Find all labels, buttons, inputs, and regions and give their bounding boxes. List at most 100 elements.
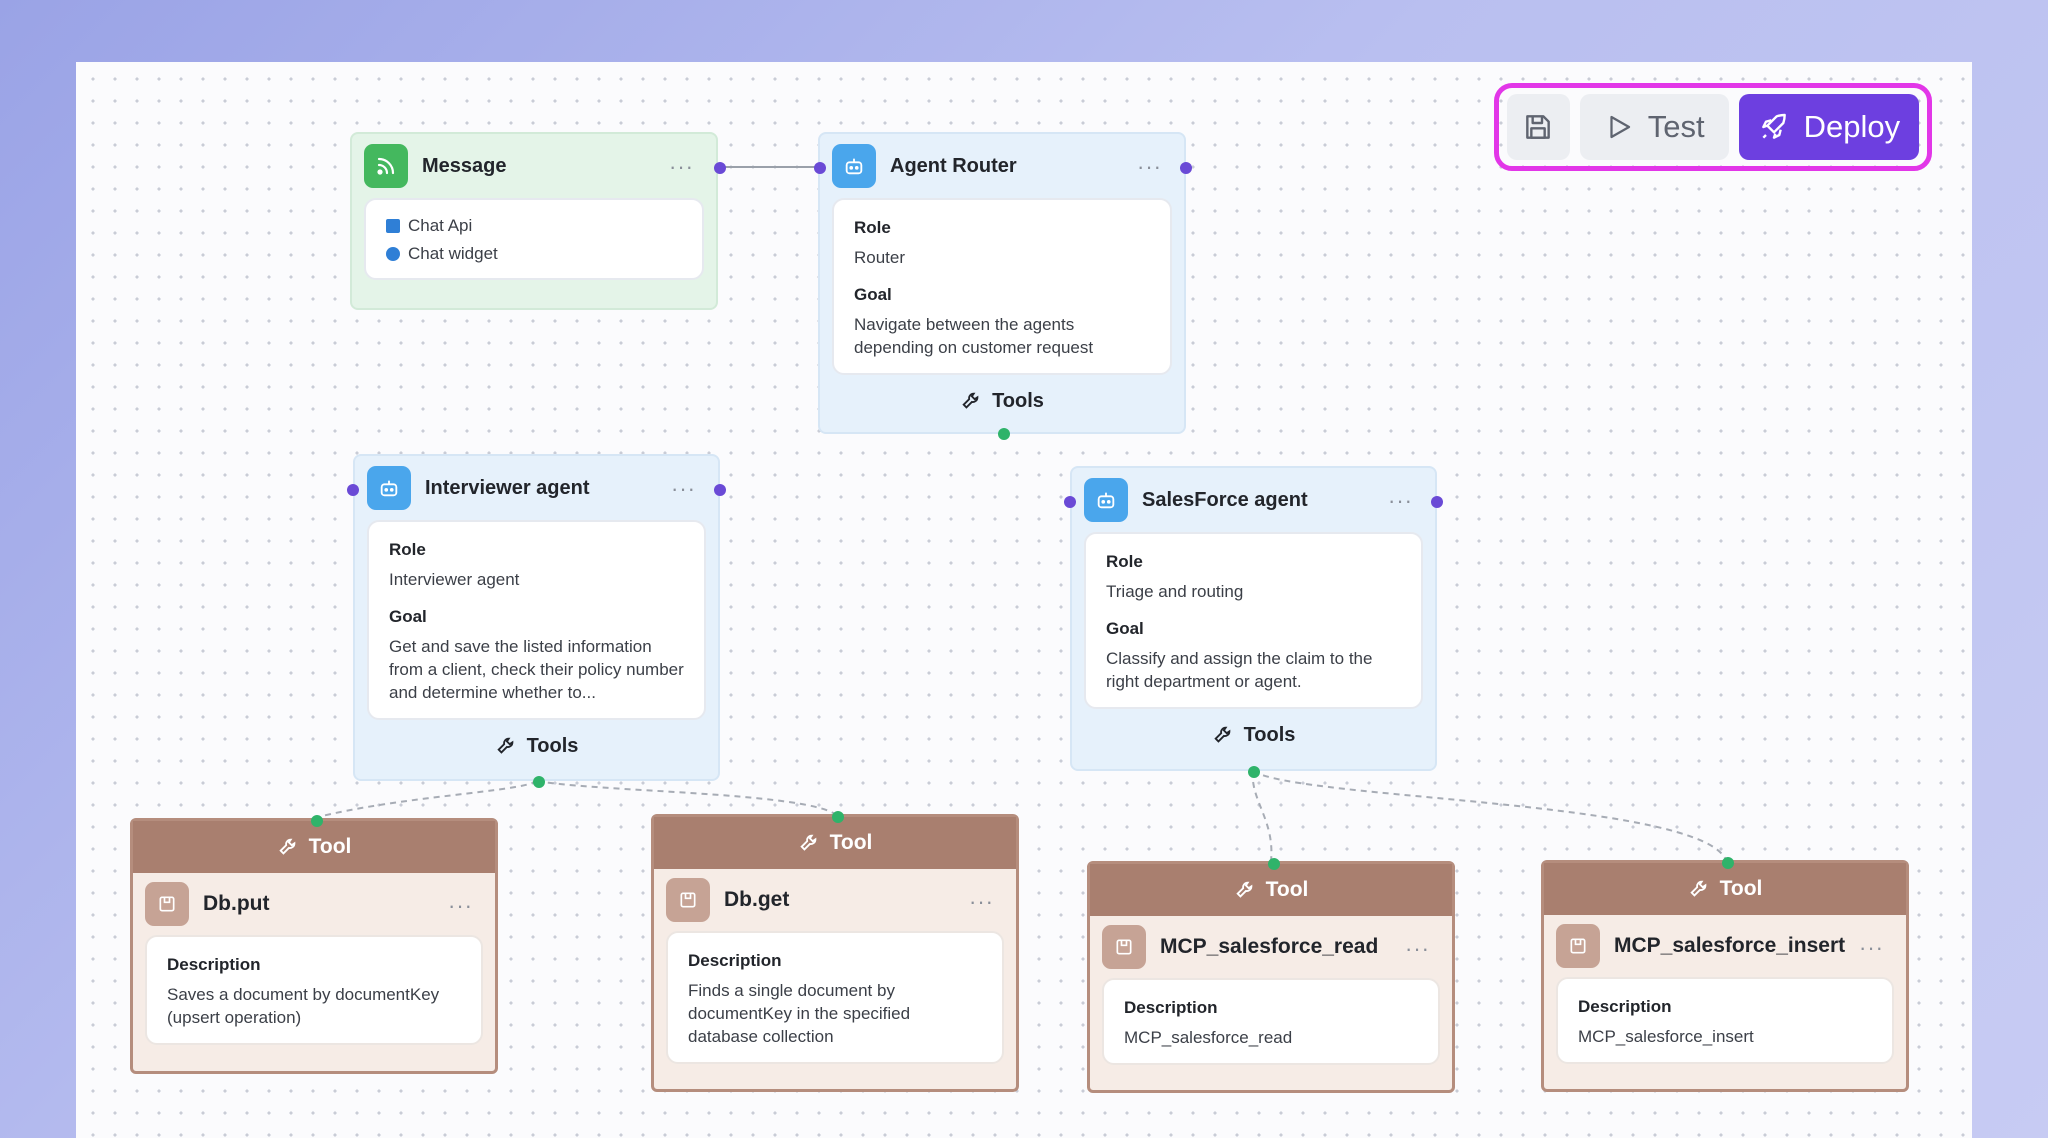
salesforce-agent-node[interactable]: SalesForce agent ··· Role Triage and rou… [1064,466,1443,778]
role-value: Triage and routing [1106,582,1244,601]
tool-header: Tool [1544,863,1906,915]
goal-label: Goal [854,285,892,304]
tools-label: Tools [1243,723,1296,746]
robot-icon [367,466,411,510]
tool-node-mcp-salesforce-insert[interactable]: Tool MCP_salesforce_insert ··· Descripti… [1541,857,1909,1092]
tools-section[interactable]: Tools [1072,709,1435,761]
output-port[interactable] [714,162,726,174]
tool-node-db-get[interactable]: Tool Db.get ··· Description Finds a sing… [651,811,1019,1092]
more-icon[interactable]: ··· [1137,154,1162,179]
rss-icon [364,144,408,188]
save-icon [145,882,189,926]
more-icon[interactable]: ··· [671,476,696,501]
tool-title: MCP_salesforce_read [1160,935,1379,958]
test-label: Test [1647,109,1705,144]
input-port[interactable] [832,811,844,823]
output-port[interactable] [714,484,726,496]
robot-icon [1084,478,1128,522]
toolbar: Test Deploy [1494,83,1932,171]
play-icon [1610,115,1630,139]
tools-label: Tools [526,734,579,757]
goal-label: Goal [1106,619,1144,638]
input-port[interactable] [1268,858,1280,870]
node-title: Interviewer agent [425,476,590,499]
role-value: Router [854,248,906,267]
input-port[interactable] [1722,857,1734,869]
wrench-icon [1213,726,1230,743]
more-icon[interactable]: ··· [448,893,473,918]
wrench-icon [496,737,513,754]
role-value: Interviewer agent [389,570,520,589]
tool-node-mcp-salesforce-read[interactable]: Tool MCP_salesforce_read ··· Description… [1087,858,1455,1093]
agent-router-node[interactable]: Agent Router ··· Role Router Goal Naviga… [814,132,1192,440]
input-port[interactable] [1064,496,1076,508]
tools-section[interactable]: Tools [355,720,718,772]
robot-icon [832,144,876,188]
save-icon [1526,115,1551,139]
more-icon[interactable]: ··· [669,154,694,179]
description-label: Description [1124,998,1218,1017]
goal-label: Goal [389,607,427,626]
tool-header-label: Tool [1719,877,1763,900]
tool-header: Tool [133,821,495,873]
tool-title: MCP_salesforce_insert [1614,934,1846,957]
tools-section[interactable]: Tools [820,375,1184,427]
description-value: MCP_salesforce_insert [1578,1027,1754,1046]
deploy-label: Deploy [1803,109,1901,144]
role-label: Role [389,540,426,559]
wrench-icon [962,392,979,409]
source-item: Chat widget [386,244,682,264]
test-button[interactable]: Test [1579,94,1729,160]
tool-header: Tool [1090,864,1452,916]
source-item: Chat Api [386,216,682,236]
tools-label: Tools [992,389,1044,412]
tools-port[interactable] [998,428,1010,440]
node-title: SalesForce agent [1142,488,1308,511]
save-icon [1102,925,1146,969]
tools-port[interactable] [533,776,545,788]
save-button[interactable] [1507,94,1570,160]
node-title: Agent Router [890,154,1017,177]
more-icon[interactable]: ··· [1405,936,1430,961]
output-port[interactable] [1431,496,1443,508]
interviewer-agent-node[interactable]: Interviewer agent ··· Role Interviewer a… [347,454,726,788]
input-port[interactable] [814,162,826,174]
tool-header-label: Tool [829,831,873,854]
goal-value: Classify and assign the claim to the rig… [1106,649,1373,691]
description-label: Description [1578,997,1672,1016]
node-title: Message [422,154,507,177]
wrench-icon [278,838,295,855]
wrench-icon [1235,881,1252,898]
description-label: Description [688,951,782,970]
goal-value: Navigate between the agents depending on… [854,315,1094,357]
message-node[interactable]: Message ··· Chat Api Chat widget [350,132,726,310]
description-label: Description [167,955,261,974]
tool-title: Db.put [203,892,270,915]
description-value: Finds a single document by documentKey i… [688,981,911,1046]
input-port[interactable] [347,484,359,496]
role-label: Role [1106,552,1143,571]
tools-port[interactable] [1248,766,1260,778]
description-value: Saves a document by documentKey (upsert … [167,985,440,1027]
wrench-icon [1689,880,1706,897]
tool-header: Tool [654,817,1016,869]
widget-icon [386,247,400,261]
description-value: MCP_salesforce_read [1124,1028,1293,1047]
more-icon[interactable]: ··· [1859,935,1884,960]
wrench-icon [799,834,816,851]
tool-header-label: Tool [308,835,352,858]
save-icon [666,878,710,922]
api-icon [386,219,400,233]
save-icon [1556,924,1600,968]
deploy-button[interactable]: Deploy [1738,94,1919,160]
more-icon[interactable]: ··· [1388,488,1413,513]
input-port[interactable] [311,815,323,827]
output-port[interactable] [1180,162,1192,174]
more-icon[interactable]: ··· [969,889,994,914]
tool-header-label: Tool [1265,878,1309,901]
role-label: Role [854,218,891,237]
rocket-icon [1761,113,1786,139]
tool-title: Db.get [724,888,790,911]
goal-value: Get and save the listed information from… [389,637,684,702]
tool-node-db-put[interactable]: Tool Db.put ··· Description Saves a docu… [130,815,498,1074]
